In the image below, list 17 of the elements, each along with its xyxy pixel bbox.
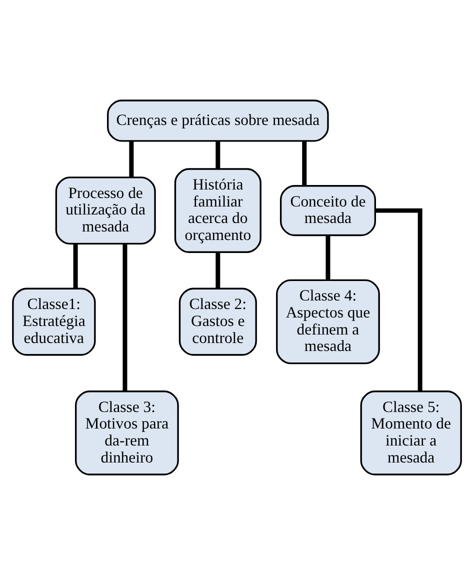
connector [376,208,422,391]
node-box: Crenças e práticas sobre mesada [107,99,329,142]
connector [73,243,78,288]
node-box: Classe1: Estratégia educativa [12,287,96,356]
connector [122,243,128,391]
node-box: História familiar acerca do orçamento [174,168,262,252]
connector [216,252,220,288]
connector [326,235,330,280]
node-box: Processo de utilização da mesada [55,176,156,244]
connector [216,140,220,168]
connector [129,140,134,177]
node-box: Classe 5: Momento de iniciar a mesada [360,390,462,475]
node-box: Conceito de mesada [280,184,376,236]
node-box: Classe 2: Gastos e controle [178,287,257,356]
connector [302,140,307,186]
node-box: Classe 3: Motivos para da-rem dinheiro [74,390,179,475]
node-box: Classe 4: Aspectos que definem a mesada [276,278,380,364]
